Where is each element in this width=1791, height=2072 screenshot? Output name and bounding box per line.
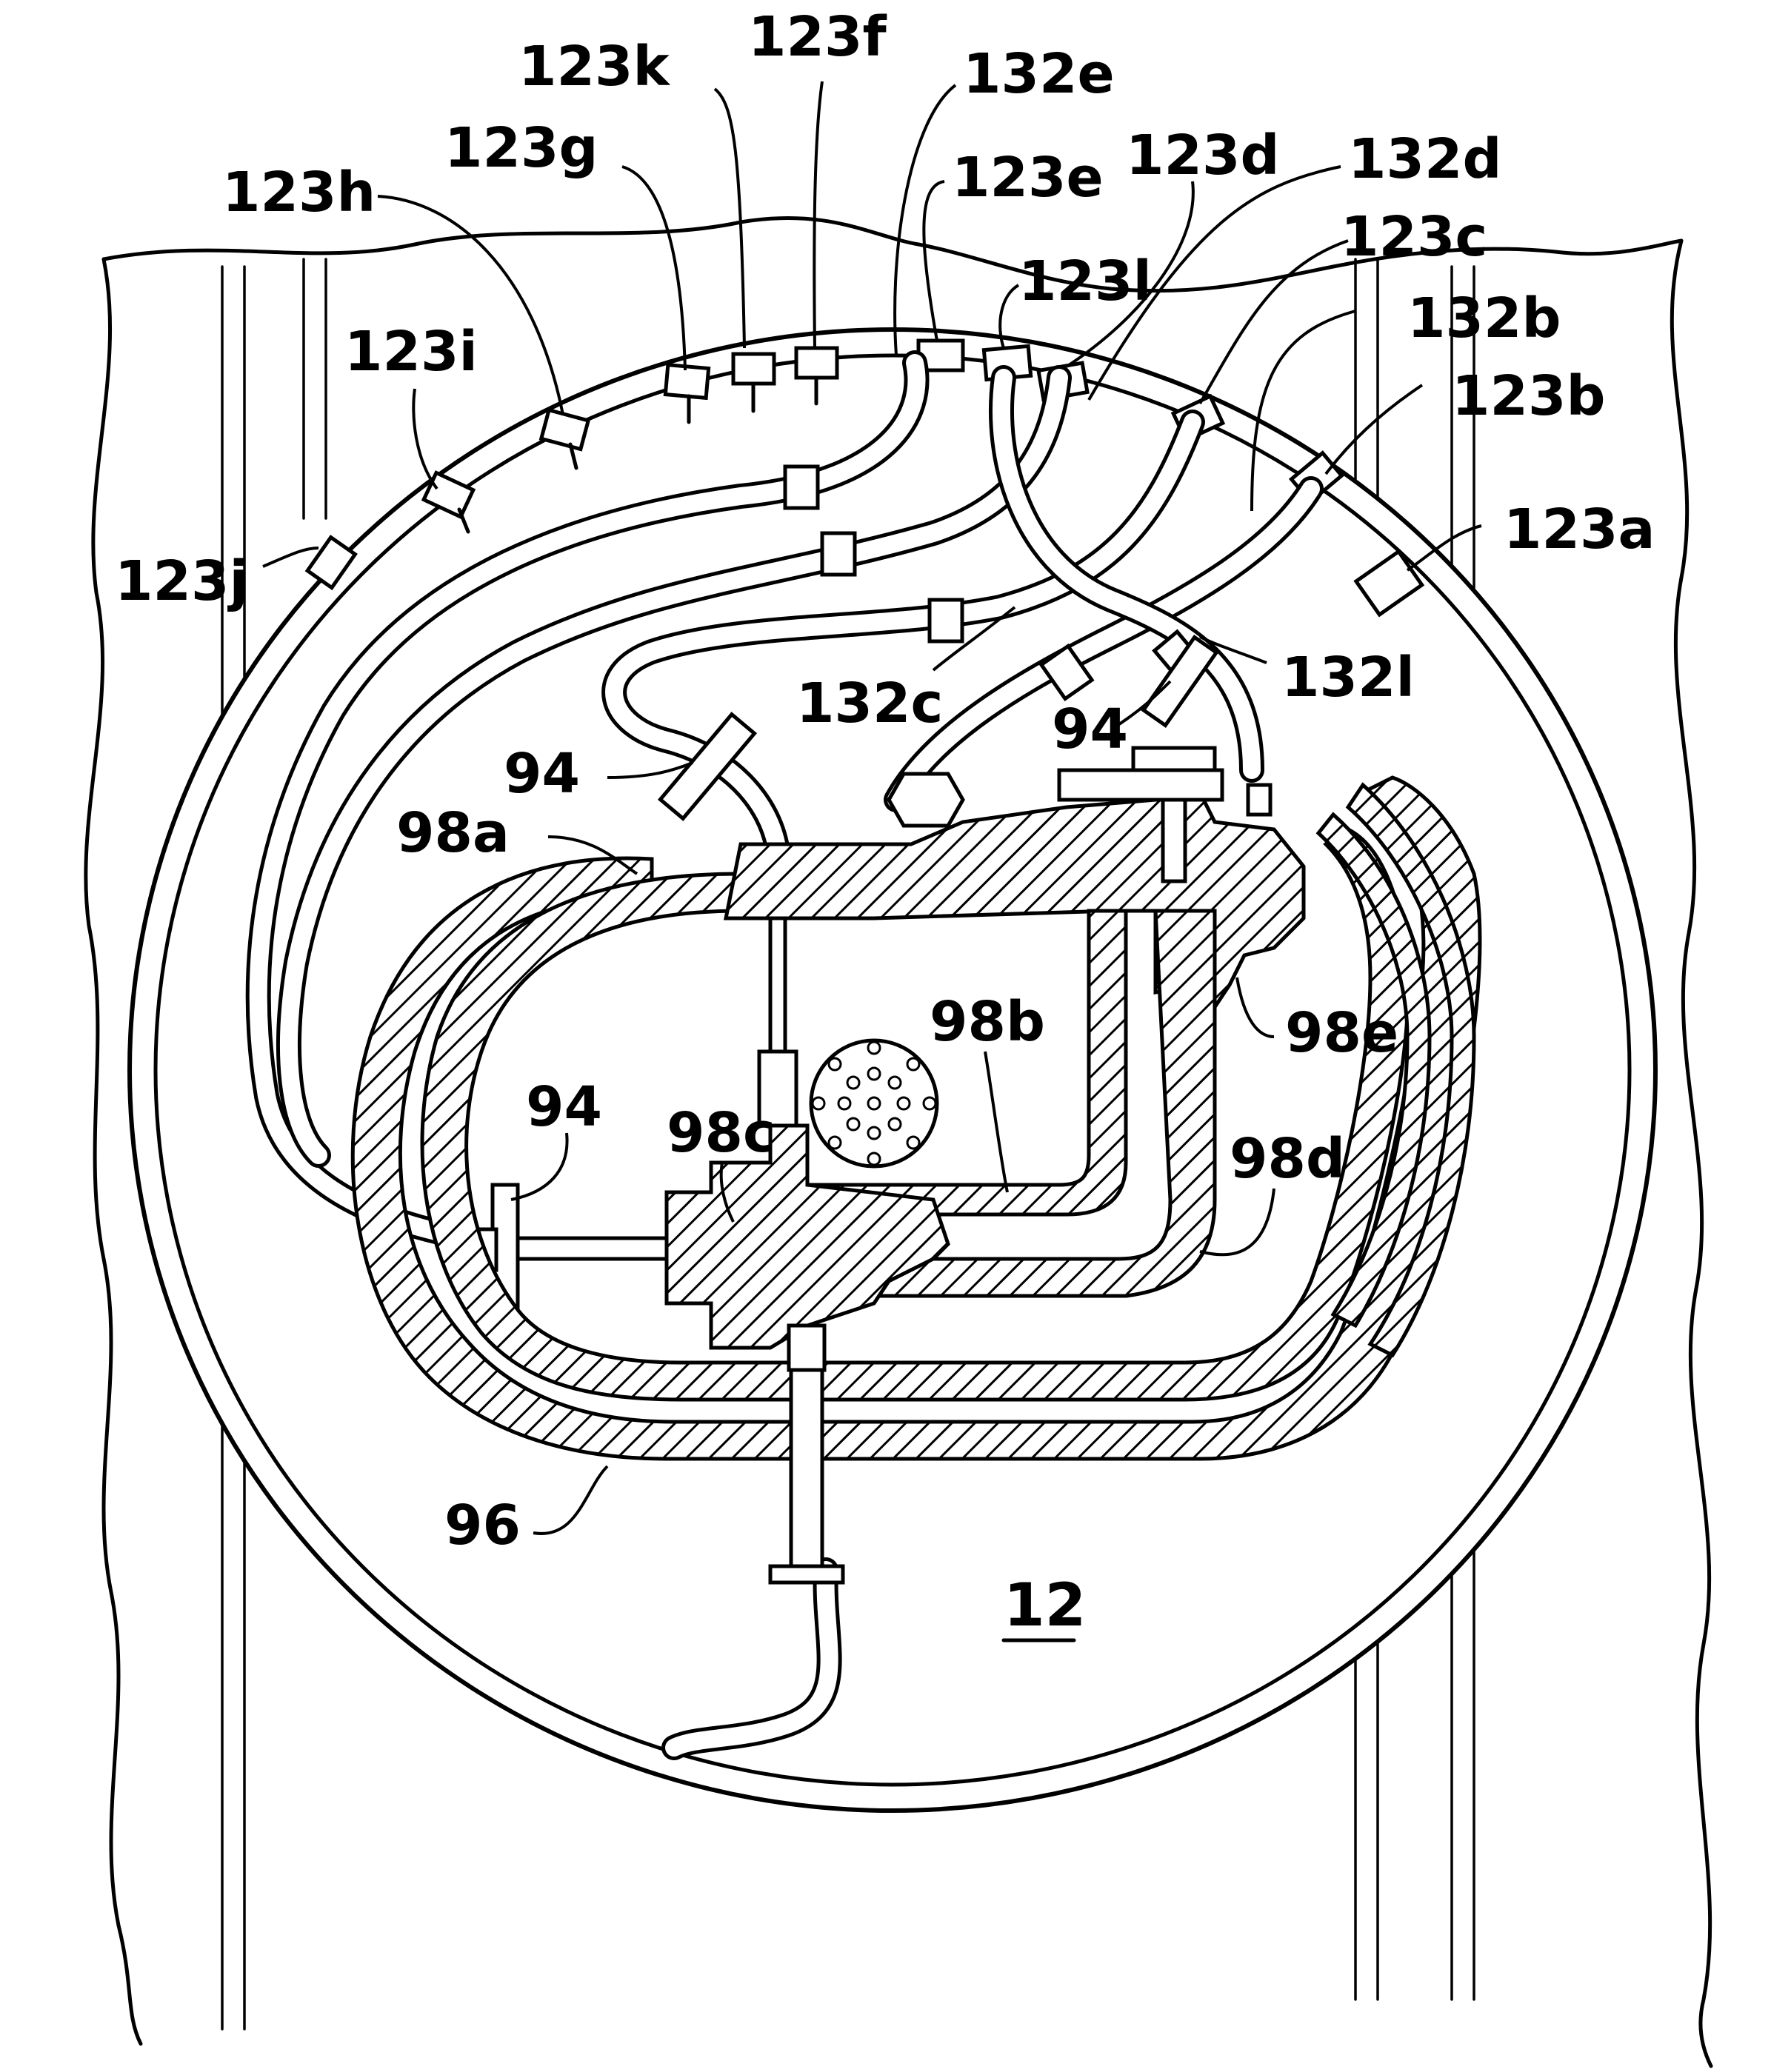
label-123e: 123e xyxy=(952,146,1104,210)
leader-123f xyxy=(814,81,822,348)
leader-123i xyxy=(413,389,437,489)
label-98b: 98b xyxy=(930,990,1045,1054)
label-123j: 123j xyxy=(115,549,248,613)
exit-port-top xyxy=(789,1326,824,1370)
leader-123k xyxy=(715,89,744,348)
label-98e: 98e xyxy=(1285,1001,1398,1065)
connector-123f xyxy=(796,348,837,378)
label-98d: 98d xyxy=(1230,1127,1345,1191)
collar-2 xyxy=(822,533,855,575)
label-94-upper-left: 94 xyxy=(504,742,580,806)
label-94-upper-right: 94 xyxy=(1052,698,1128,761)
label-123i: 123i xyxy=(344,320,478,384)
label-123c: 123c xyxy=(1341,205,1487,269)
label-123l: 123l xyxy=(1018,250,1152,313)
top-clamp-tab xyxy=(1248,785,1270,815)
exit-port-body xyxy=(791,1370,822,1570)
top-clamp-bar xyxy=(1059,770,1222,800)
label-132b: 132b xyxy=(1407,287,1561,350)
label-94-left: 94 xyxy=(526,1075,602,1139)
housing-right-wavy-edge xyxy=(1672,241,1711,2066)
leader-123g xyxy=(622,167,685,370)
label-123f: 123f xyxy=(748,5,887,69)
collar-3 xyxy=(930,600,962,641)
collar-1 xyxy=(785,467,818,508)
label-123b: 123b xyxy=(1452,364,1605,428)
exit-port-flange xyxy=(770,1566,843,1583)
label-98c: 98c xyxy=(667,1101,776,1165)
label-123g: 123g xyxy=(444,116,598,180)
label-98a: 98a xyxy=(396,801,510,865)
filter-disc xyxy=(811,1040,937,1166)
label-132d: 132d xyxy=(1348,127,1501,191)
top-clamp-stem xyxy=(1163,800,1185,881)
label-123d: 123d xyxy=(1126,124,1279,187)
label-132l: 132l xyxy=(1281,646,1415,709)
top-clamp-cap xyxy=(1133,748,1215,770)
connector-123g xyxy=(665,365,708,398)
label-12: 12 xyxy=(1004,1571,1086,1640)
leader-123e xyxy=(924,181,944,341)
connector-123k xyxy=(733,354,774,384)
leader-123b xyxy=(1326,385,1422,474)
label-123k: 123k xyxy=(518,35,670,98)
label-123a: 123a xyxy=(1504,498,1655,561)
label-132e: 132e xyxy=(963,42,1115,106)
label-123h: 123h xyxy=(222,161,376,224)
fitting-port-a xyxy=(889,774,963,826)
label-132c: 132c xyxy=(796,672,943,735)
label-96: 96 xyxy=(444,1494,521,1557)
